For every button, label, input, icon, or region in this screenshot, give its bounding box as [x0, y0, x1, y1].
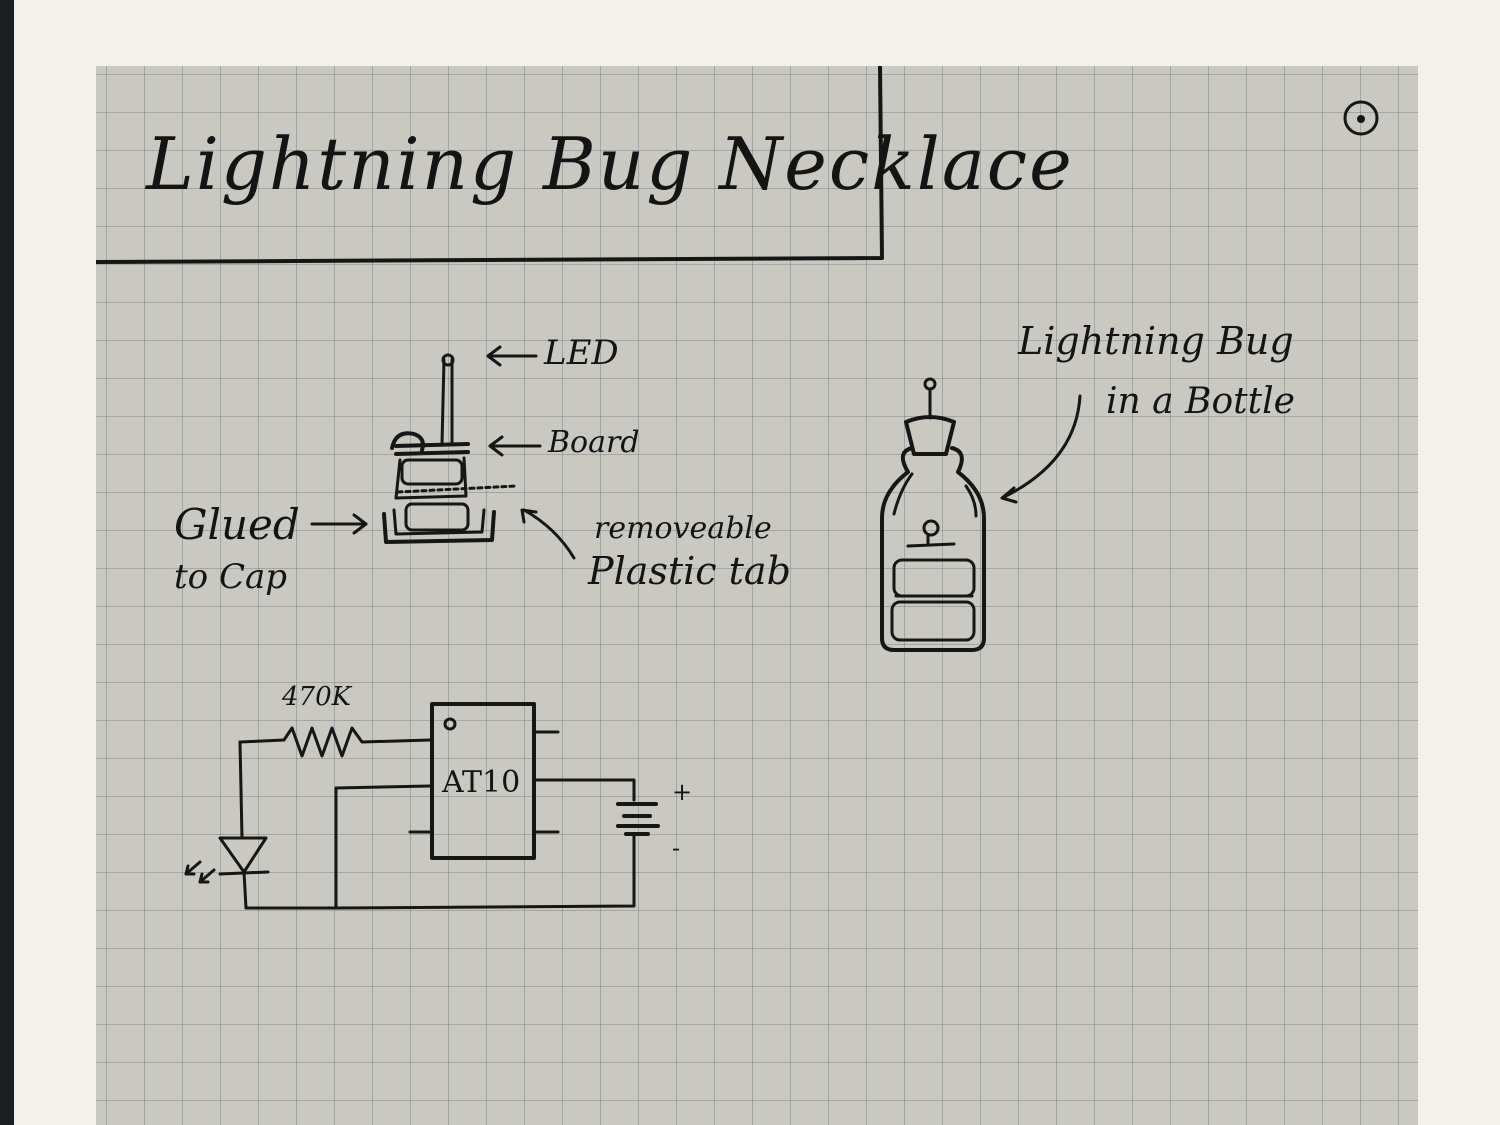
notebook-page[interactable]: Lightning Bug Necklace LED Board Glued t… [96, 66, 1418, 1125]
led-assembly-sketch [382, 353, 518, 544]
bottle-arrow [1000, 394, 1082, 504]
device-edge [0, 0, 18, 1125]
plastic-tab-label: Plastic tab [588, 549, 791, 593]
to-cap-label: to Cap [174, 557, 287, 597]
sketch-canvas [96, 66, 1379, 910]
bottle-label-line2: in a Bottle [1106, 381, 1295, 422]
bottle-sketch [880, 377, 986, 652]
glued-label: Glued [174, 500, 300, 549]
removeable-label: removeable [594, 511, 772, 546]
battery-plus-label: + [672, 778, 693, 806]
circle-dot-icon[interactable] [1343, 100, 1379, 136]
circuit-schematic [184, 702, 660, 910]
label-arrows [310, 345, 576, 560]
bottle-label-line1: Lightning Bug [1018, 319, 1294, 363]
page-title: Lightning Bug Necklace [146, 122, 1074, 206]
board-label: Board [548, 425, 640, 460]
resistor-value-label: 470K [282, 682, 352, 712]
led-label: LED [544, 333, 619, 373]
title-box [96, 66, 884, 264]
battery-minus-label: - [672, 834, 681, 862]
chip-label: AT10 [442, 765, 521, 800]
